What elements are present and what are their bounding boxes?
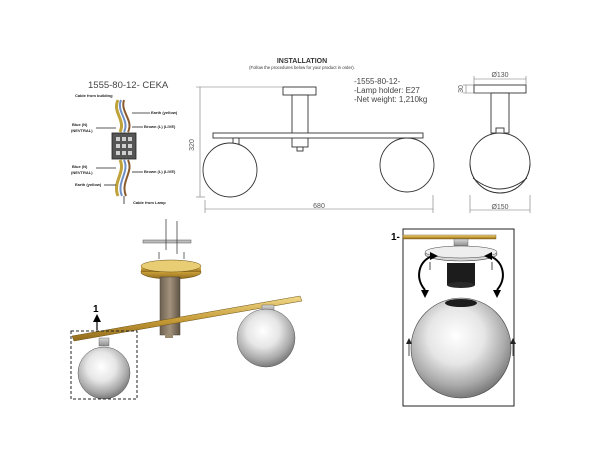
left-globe	[77, 346, 131, 400]
dimension-top-diameter: Ø130	[491, 72, 508, 79]
label-blue-left-top: Blue (N)	[72, 122, 88, 127]
product-code: 1555-80-12- CEKA	[88, 80, 169, 91]
page-title: INSTALLATION	[277, 58, 327, 65]
callout-box	[70, 330, 138, 400]
label-cable-from-building: Cable from building	[75, 93, 113, 98]
right-globe	[236, 308, 296, 368]
dimension-width: 680	[313, 203, 325, 210]
front-elevation	[202, 86, 435, 198]
step-number-main: 1	[93, 304, 99, 315]
detail-globe	[410, 297, 512, 399]
label-brown-right-top: Brown (L) (LIVE)	[144, 124, 176, 129]
wiring-diagram: Cable from building Earth (yellow) Blue …	[71, 93, 178, 205]
label-neutral-left-top: (NEVTRAL)	[71, 128, 93, 133]
label-blue-left-bottom: Blue (N)	[72, 164, 88, 169]
dimension-canopy-depth: 30	[458, 85, 465, 93]
fixture-render	[71, 219, 303, 400]
label-cable-from-lamp: Cable from Lamp	[133, 200, 166, 205]
spec-line-1: -1555-80-12-	[354, 77, 401, 86]
label-brown-right-bottom: Brown (L) (LIVE)	[144, 169, 176, 174]
dimension-globe-diameter: Ø150	[491, 204, 508, 211]
page-subtitle: (Follow the procedures below for your pr…	[249, 65, 355, 70]
label-earth-top: Earth (yellow)	[151, 110, 178, 115]
step-number-detail: 1-	[391, 232, 400, 243]
spec-line-3: -Net weight: 1,210kg	[354, 95, 427, 104]
side-elevation	[469, 84, 531, 194]
label-neutral-left-bottom: (NEVTRAL)	[71, 170, 93, 175]
label-earth-bottom: Earth (yellow)	[75, 182, 102, 187]
detail-view	[402, 234, 516, 399]
dimension-height: 320	[189, 139, 196, 151]
product-specs: -1555-80-12- -Lamp holder: E27 -Net weig…	[354, 77, 427, 104]
spec-line-2: -Lamp holder: E27	[354, 86, 420, 95]
